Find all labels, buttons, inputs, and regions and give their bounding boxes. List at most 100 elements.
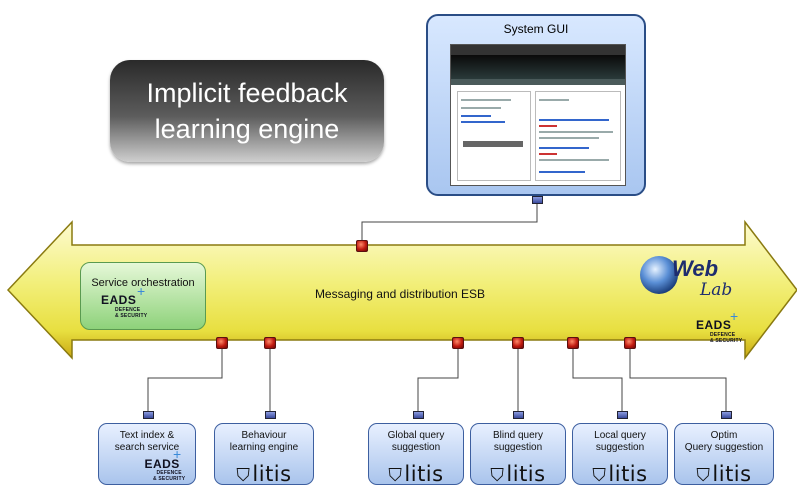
- component-line-1: Optim: [710, 430, 738, 441]
- litis-logo-text: litis: [608, 462, 648, 486]
- gui-port: [532, 196, 543, 204]
- weblab-logo-lab: Lab: [700, 280, 733, 300]
- eads-plus-icon: +: [173, 446, 182, 462]
- component-label: Behaviour learning engine: [215, 430, 313, 454]
- thumbnail-button: [463, 141, 523, 147]
- thumbnail-header: [451, 55, 625, 79]
- shield-icon: ⛉: [236, 465, 251, 486]
- litis-logo-text: litis: [252, 462, 292, 486]
- eads-plus-icon: +: [137, 283, 146, 299]
- shield-icon: ⛉: [388, 465, 403, 486]
- component-local-query: Local query suggestion ⛉litis: [572, 423, 668, 485]
- component-line-2: suggestion: [595, 442, 645, 453]
- eads-logo: EADS DEFENCE & SECURITY +: [101, 283, 148, 319]
- component-label: Text index & search service: [99, 430, 195, 454]
- component-line-2: Query suggestion: [684, 442, 764, 453]
- litis-logo-text: litis: [712, 462, 752, 486]
- thumbnail-tabs: [451, 79, 625, 85]
- system-gui-box: System GUI: [426, 14, 646, 196]
- thumbnail-right-panel: [535, 91, 621, 181]
- thumbnail-text: [539, 159, 609, 161]
- title-line-2: learning engine: [154, 114, 340, 144]
- litis-logo: ⛉litis: [369, 464, 463, 485]
- component-port: [721, 411, 732, 419]
- component-optim-query: Optim Query suggestion ⛉litis: [674, 423, 774, 485]
- esb-arrow: [6, 219, 797, 361]
- thumbnail-stars: [539, 125, 557, 127]
- title-box: Implicit feedback learning engine: [110, 60, 384, 162]
- esb-port: [567, 337, 579, 349]
- connector-lines: [147, 198, 727, 411]
- shield-icon: ⛉: [696, 465, 711, 486]
- component-line-1: Text index &: [119, 430, 175, 441]
- component-label: Blind query suggestion: [471, 430, 565, 454]
- title-line-1: Implicit feedback: [146, 78, 348, 108]
- component-line-1: Local query: [594, 430, 646, 441]
- gui-screenshot-thumbnail: [450, 44, 626, 186]
- shield-icon: ⛉: [490, 465, 505, 486]
- component-port: [513, 411, 524, 419]
- thumbnail-link: [461, 121, 505, 123]
- component-line-1: Behaviour: [241, 430, 287, 441]
- eads-logo-subline-1: DEFENCE: [710, 332, 736, 338]
- component-line-2: search service: [114, 442, 180, 453]
- litis-logo: ⛉litis: [215, 464, 313, 485]
- thumbnail-text: [461, 99, 511, 101]
- eads-plus-icon: +: [730, 308, 739, 324]
- eads-logo-subline-1: DEFENCE: [115, 307, 141, 313]
- shield-icon: ⛉: [592, 465, 607, 486]
- eads-logo-subline-2: & SECURITY: [710, 338, 743, 344]
- component-line-2: suggestion: [391, 442, 441, 453]
- litis-logo: ⛉litis: [675, 464, 773, 485]
- globe-icon: [640, 256, 678, 294]
- thumbnail-text: [539, 137, 599, 139]
- component-line-2: learning engine: [229, 442, 299, 453]
- litis-logo: ⛉litis: [471, 464, 565, 485]
- component-port: [617, 411, 628, 419]
- eads-logo-name: EADS: [101, 293, 137, 307]
- eads-logo: EADS DEFENCE & SECURITY +: [139, 447, 185, 482]
- eads-logo-subline-2: & SECURITY: [115, 313, 148, 319]
- component-port: [265, 411, 276, 419]
- thumbnail-text: [539, 99, 569, 101]
- litis-logo: ⛉litis: [573, 464, 667, 485]
- component-global-query: Global query suggestion ⛉litis: [368, 423, 464, 485]
- litis-logo-text: litis: [506, 462, 546, 486]
- thumbnail-link: [461, 115, 491, 117]
- thumbnail-text: [461, 107, 501, 109]
- eads-logo: EADS DEFENCE & SECURITY +: [696, 308, 743, 344]
- esb-port: [452, 337, 464, 349]
- litis-logo-text: litis: [404, 462, 444, 486]
- eads-logo-name: EADS: [696, 318, 732, 332]
- esb-port: [216, 337, 228, 349]
- weblab-logo-web: Web: [672, 256, 719, 281]
- thumbnail-titlebar: [451, 45, 625, 55]
- thumbnail-link: [539, 171, 585, 173]
- thumbnail-stars: [539, 153, 557, 155]
- component-label: Optim Query suggestion: [675, 430, 773, 454]
- esb-port: [624, 337, 636, 349]
- component-label: Global query suggestion: [369, 430, 463, 454]
- system-gui-label: System GUI: [503, 22, 569, 36]
- esb-label: Messaging and distribution ESB: [314, 287, 486, 301]
- component-text-index: Text index & search service EADS DEFENCE…: [98, 423, 196, 485]
- component-line-2: suggestion: [493, 442, 543, 453]
- component-line-1: Blind query: [492, 430, 544, 441]
- component-port: [413, 411, 424, 419]
- esb-port: [512, 337, 524, 349]
- component-label: Local query suggestion: [573, 430, 667, 454]
- component-port: [143, 411, 154, 419]
- component-line-1: Global query: [387, 430, 445, 441]
- component-blind-query: Blind query suggestion ⛉litis: [470, 423, 566, 485]
- thumbnail-link: [539, 119, 609, 121]
- component-behaviour-learning: Behaviour learning engine ⛉litis: [214, 423, 314, 485]
- eads-logo-name: EADS: [144, 457, 180, 471]
- thumbnail-text: [539, 131, 613, 133]
- esb-port: [356, 240, 368, 252]
- eads-logo-subline-1: DEFENCE: [156, 470, 182, 476]
- thumbnail-left-panel: [457, 91, 531, 181]
- service-orchestration-label: Service orchestration: [91, 277, 195, 289]
- thumbnail-link: [539, 147, 589, 149]
- service-orchestration-box: Service orchestration EADS DEFENCE & SEC…: [80, 262, 206, 330]
